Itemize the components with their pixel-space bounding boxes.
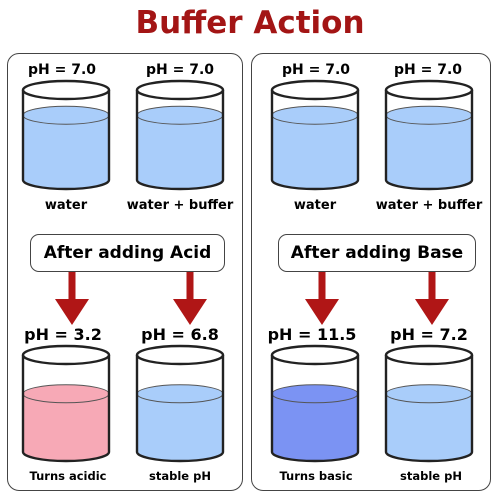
down-arrow-icon xyxy=(54,271,90,325)
beaker-water-before xyxy=(269,79,361,191)
acid-panel: pH = 7.0 pH = 7.0 water water + buffer A… xyxy=(7,53,243,491)
beaker-water-after xyxy=(20,344,112,463)
ph-before-water: pH = 7.0 xyxy=(281,62,351,78)
beaker-rim xyxy=(384,79,474,101)
liquid-surface xyxy=(271,384,359,404)
beaker-rim xyxy=(270,344,360,366)
down-arrow-icon xyxy=(414,271,450,325)
beaker-glass xyxy=(135,90,225,191)
label-water: water xyxy=(293,198,337,213)
liquid-surface xyxy=(271,105,359,125)
liquid-surface xyxy=(385,384,473,404)
beaker-glass xyxy=(384,355,474,463)
beaker-water-before xyxy=(20,79,112,191)
beaker-glass xyxy=(270,355,360,463)
liquid xyxy=(137,393,223,461)
label-turns-basic: Turns basic xyxy=(279,469,353,483)
diagram-title: Buffer Action xyxy=(135,5,365,41)
liquid xyxy=(272,393,358,461)
beaker-water-after xyxy=(269,344,361,463)
down-arrow-icon xyxy=(304,271,340,325)
ph-after-buffer: pH = 7.2 xyxy=(390,325,468,344)
action-box-acid: After adding Acid xyxy=(30,234,225,272)
liquid xyxy=(386,393,472,461)
liquid-surface xyxy=(136,384,224,404)
liquid xyxy=(23,393,109,461)
label-water: water xyxy=(44,198,88,213)
ph-after-water: pH = 3.2 xyxy=(24,325,102,344)
beaker-glass xyxy=(270,90,360,191)
liquid-surface xyxy=(22,105,110,125)
beaker-buffer-before xyxy=(134,79,226,191)
beaker-glass xyxy=(135,355,225,463)
liquid-surface xyxy=(385,105,473,125)
beaker-rim xyxy=(135,344,225,366)
beaker-buffer-after xyxy=(134,344,226,463)
label-water-buffer: water + buffer xyxy=(375,198,483,213)
ph-before-buffer: pH = 7.0 xyxy=(145,62,215,78)
liquid xyxy=(386,115,472,189)
ph-after-buffer: pH = 6.8 xyxy=(141,325,219,344)
label-turns-acidic: Turns acidic xyxy=(29,469,107,483)
action-box-base: After adding Base xyxy=(278,234,476,272)
beaker-rim xyxy=(270,79,360,101)
beaker-glass xyxy=(21,90,111,191)
label-stable-ph: stable pH xyxy=(400,469,462,483)
liquid xyxy=(137,115,223,189)
ph-after-water: pH = 11.5 xyxy=(267,325,357,344)
beaker-rim xyxy=(21,79,111,101)
label-water-buffer: water + buffer xyxy=(126,198,234,213)
base-panel: pH = 7.0 pH = 7.0 water water + buffer A… xyxy=(251,53,491,491)
liquid xyxy=(272,115,358,189)
liquid xyxy=(23,115,109,189)
beaker-buffer-after xyxy=(383,344,475,463)
liquid-surface xyxy=(136,105,224,125)
beaker-glass xyxy=(384,90,474,191)
beaker-glass xyxy=(21,355,111,463)
beaker-rim xyxy=(21,344,111,366)
label-stable-ph: stable pH xyxy=(149,469,211,483)
beaker-rim xyxy=(135,79,225,101)
ph-before-water: pH = 7.0 xyxy=(27,62,97,78)
ph-before-buffer: pH = 7.0 xyxy=(393,62,463,78)
beaker-rim xyxy=(384,344,474,366)
beaker-buffer-before xyxy=(383,79,475,191)
liquid-surface xyxy=(22,384,110,404)
down-arrow-icon xyxy=(172,271,208,325)
